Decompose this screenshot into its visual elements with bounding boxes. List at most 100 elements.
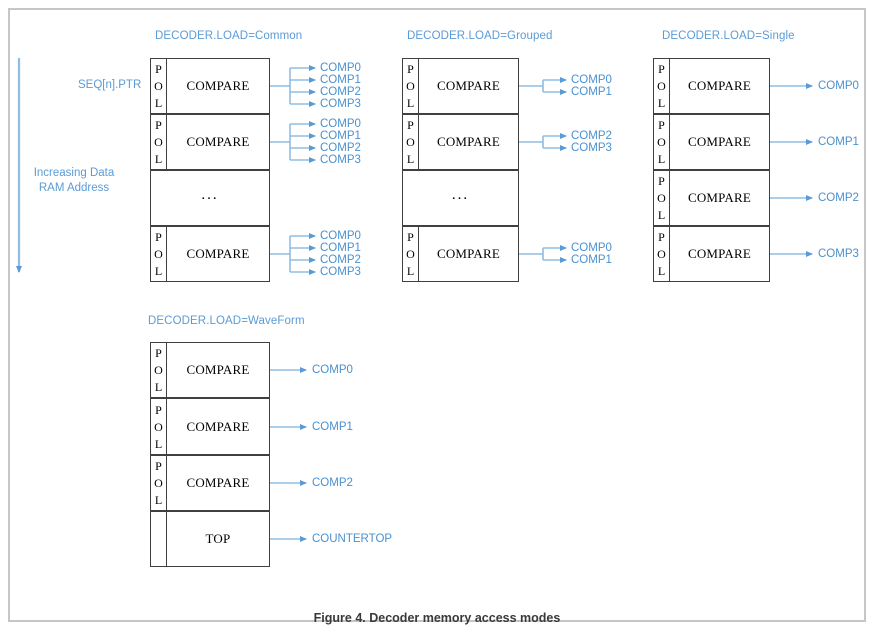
pol-letter: P (407, 230, 414, 245)
memory-row[interactable]: P O L COMPARE (402, 114, 519, 170)
pol-letter: P (155, 118, 162, 133)
pol-letter: L (406, 151, 415, 166)
output-label: COMP0 (818, 80, 859, 92)
pol-letter: P (155, 402, 162, 417)
memory-row[interactable]: P O L COMPARE (653, 226, 770, 282)
cell-label: COMPARE (687, 78, 752, 93)
output-label: COMP2 (312, 477, 353, 489)
memory-row[interactable]: P O L COMPARE (150, 455, 270, 511)
pol-letter: O (657, 134, 666, 149)
pol-column: P O L (654, 171, 670, 225)
memory-row[interactable]: P O L COMPARE (402, 58, 519, 114)
figure-caption: Figure 4. Decoder memory access modes (313, 611, 561, 625)
pol-column: P O L (654, 227, 670, 281)
cell-label: COMPARE (186, 78, 250, 93)
output-label: COMP1 (320, 74, 361, 86)
output-label: COMP2 (571, 130, 612, 142)
pol-letter: P (155, 346, 162, 361)
memory-row[interactable]: P O L COMPARE (150, 342, 270, 398)
cell-label: COMPARE (436, 246, 501, 261)
pol-letter: L (406, 263, 415, 278)
group-title-waveform: DECODER.LOAD=WaveForm (148, 315, 305, 327)
pol-column: P O L (654, 115, 670, 169)
cell-label: COMPARE (436, 78, 501, 93)
memory-row[interactable]: P O L COMPARE (150, 398, 270, 455)
pol-letter: L (154, 379, 163, 394)
output-label: COMP1 (571, 254, 612, 266)
output-label: COMP0 (320, 230, 361, 242)
pol-letter: O (406, 134, 415, 149)
pol-letter: P (407, 62, 414, 77)
output-label: COMP2 (320, 254, 361, 266)
memory-row[interactable]: P O L COMPARE (402, 226, 519, 282)
pol-column: P O L (151, 59, 167, 113)
pol-letter: L (657, 207, 666, 222)
pol-letter: L (406, 95, 415, 110)
output-label: COMP1 (320, 242, 361, 254)
cell-label: ... (451, 186, 470, 203)
pol-letter: L (154, 95, 163, 110)
output-label: COMP2 (320, 86, 361, 98)
memory-row[interactable]: P O L COMPARE (150, 58, 270, 114)
group-title-common: DECODER.LOAD=Common (155, 30, 303, 42)
output-label: COMP0 (320, 62, 361, 74)
cell-label: ... (201, 186, 219, 203)
pol-letter: P (658, 62, 665, 77)
cell-label: COMPARE (186, 362, 250, 377)
group-title-grouped: DECODER.LOAD=Grouped (407, 30, 553, 42)
pol-letter: O (154, 419, 163, 434)
pol-letter: L (154, 492, 163, 507)
output-label: COMP3 (320, 154, 361, 166)
cell-label: COMPARE (186, 134, 250, 149)
memory-row[interactable]: P O L COMPARE (653, 114, 770, 170)
pol-letter: L (657, 263, 666, 278)
cell-label: COMPARE (687, 246, 752, 261)
cell-label: COMPARE (687, 134, 752, 149)
pol-column: P O L (151, 115, 167, 169)
output-label: COMP1 (320, 130, 361, 142)
pol-column: P O L (151, 456, 167, 510)
cell-label: COMPARE (186, 246, 250, 261)
address-direction-label: Increasing Data RAM Address (24, 166, 124, 196)
pol-column: P O L (403, 227, 419, 281)
pol-letter: O (657, 78, 666, 93)
cell-label: TOP (205, 531, 231, 546)
pol-letter: O (154, 134, 163, 149)
output-label: COMP1 (571, 86, 612, 98)
output-label: COMP1 (818, 136, 859, 148)
memory-row-ellipsis: ... (150, 170, 270, 226)
pol-letter: P (658, 174, 665, 189)
memory-row[interactable]: P O L COMPARE (653, 58, 770, 114)
pol-letter: O (154, 246, 163, 261)
cell-label: COMPARE (186, 475, 250, 490)
memory-row-ellipsis: ... (402, 170, 519, 226)
address-direction-line2: RAM Address (38, 182, 110, 194)
pol-letter: L (154, 263, 163, 278)
memory-row[interactable]: P O L COMPARE (150, 226, 270, 282)
memory-row[interactable]: TOP (150, 511, 270, 567)
pol-letter: O (154, 362, 163, 377)
cell-label: COMPARE (186, 418, 250, 434)
pol-letter: P (155, 62, 162, 77)
pol-column-empty (151, 512, 167, 566)
pol-column: P O L (654, 59, 670, 113)
address-direction-line1: Increasing Data (33, 167, 115, 179)
pol-column: P O L (151, 399, 167, 454)
pol-letter: O (657, 246, 666, 261)
memory-row[interactable]: P O L COMPARE (653, 170, 770, 226)
memory-row[interactable]: P O L COMPARE (150, 114, 270, 170)
cell-label: COMPARE (436, 134, 501, 149)
pol-letter: O (406, 78, 415, 93)
output-label: COMP3 (571, 142, 612, 154)
pol-letter: L (657, 151, 666, 166)
pol-column: P O L (403, 115, 419, 169)
pol-letter: L (657, 95, 666, 110)
output-label: COMP1 (312, 421, 353, 433)
pol-letter: L (154, 436, 163, 451)
output-label: COMP3 (818, 248, 859, 260)
pol-letter: P (155, 230, 162, 245)
group-title-single: DECODER.LOAD=Single (662, 30, 795, 42)
pol-column: P O L (403, 59, 419, 113)
output-label: COMP2 (818, 192, 859, 204)
